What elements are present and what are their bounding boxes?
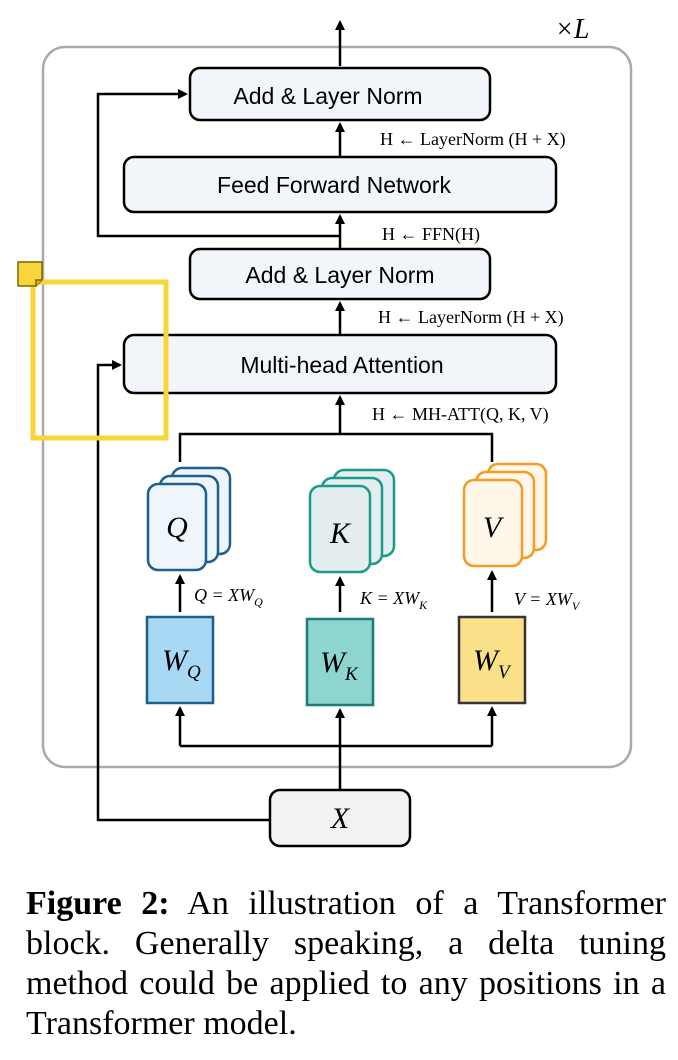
- transformer-block-diagram: ×L Add & Layer Norm H ← LayerNorm (H + X…: [17, 14, 633, 848]
- q-stack-label: Q: [166, 511, 188, 544]
- caption-label: Figure 2:: [26, 885, 170, 922]
- ffn-block: [122, 155, 558, 214]
- ffn-label: Feed Forward Network: [217, 172, 451, 198]
- transformer-layer-frame: [41, 45, 633, 769]
- ffn-residual-connection: [96, 89, 340, 238]
- add-norm-mid-block: [188, 247, 492, 301]
- qkv-merge-bracket: [178, 432, 494, 462]
- annotation-note-icon[interactable]: [17, 261, 43, 287]
- wv-matrix: [457, 615, 527, 705]
- equation-norm-mid: H ← LayerNorm (H + X): [378, 307, 564, 328]
- input-x-block: [268, 788, 412, 848]
- mha-residual-connection: [96, 360, 270, 822]
- wq-matrix: [145, 615, 215, 705]
- v-stack: [462, 462, 548, 568]
- equation-v: V = XWV: [514, 589, 581, 613]
- k-stack: [308, 468, 396, 574]
- equation-k: K = XWK: [359, 588, 428, 612]
- wq-label: WQ: [162, 644, 201, 683]
- figure-caption: Figure 2: An illustration of a Transform…: [26, 884, 666, 1044]
- caption-text: An illustration of a Transformer block. …: [26, 885, 666, 1042]
- add-norm-mid-label: Add & Layer Norm: [245, 262, 434, 288]
- repeat-label: ×L: [555, 14, 589, 45]
- wk-label: WK: [320, 646, 359, 685]
- q-stack: [146, 466, 232, 572]
- equation-mha: H ← MH-ATT(Q, K, V): [372, 404, 549, 425]
- input-x-label: X: [330, 802, 351, 835]
- v-stack-label: V: [483, 511, 505, 544]
- add-norm-top-label: Add & Layer Norm: [233, 83, 422, 109]
- highlight-box[interactable]: [30, 279, 169, 441]
- mha-block: [122, 333, 558, 395]
- wv-label: WV: [473, 644, 512, 683]
- equation-q: Q = XWQ: [194, 585, 263, 609]
- mha-label: Multi-head Attention: [240, 352, 443, 378]
- equation-ffn: H ← FFN(H): [382, 224, 480, 245]
- k-stack-label: K: [329, 517, 352, 550]
- add-norm-top-block: [188, 66, 492, 122]
- wk-matrix: [305, 617, 375, 707]
- equation-norm-top: H ← LayerNorm (H + X): [380, 129, 566, 150]
